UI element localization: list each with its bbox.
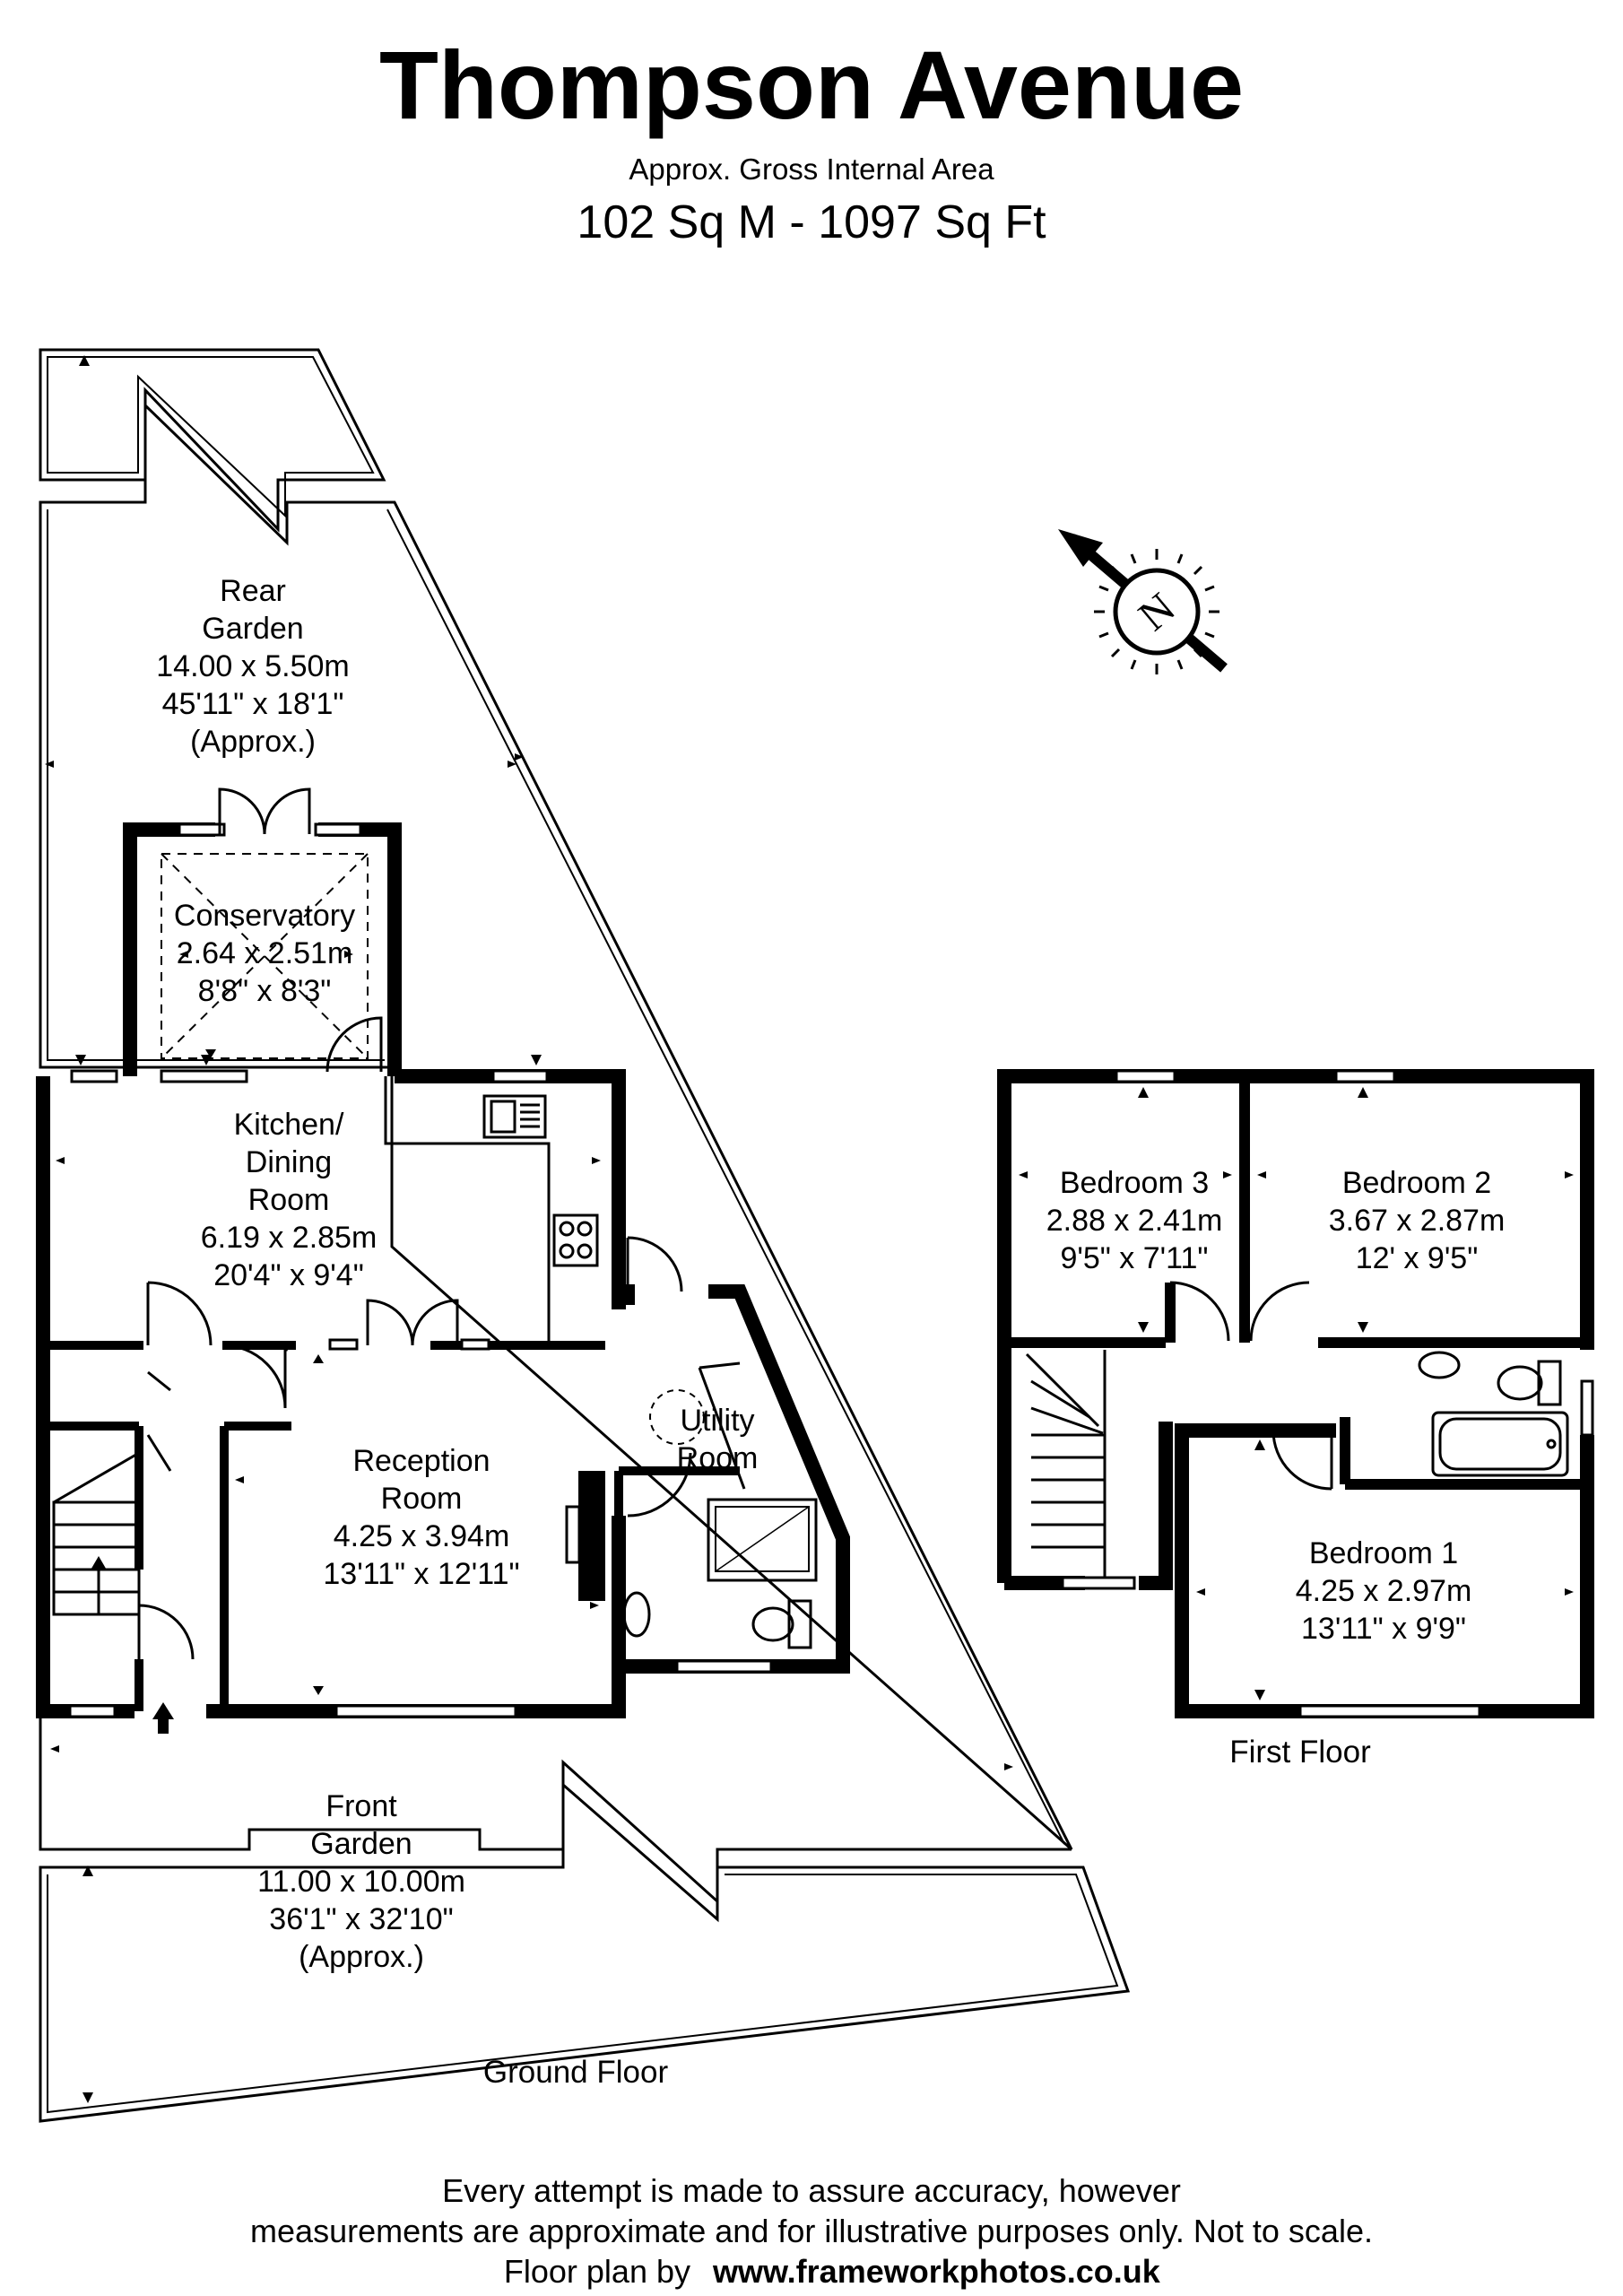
bedroom3-label: Bedroom 3 2.88 x 2.41m 9'5" x 7'11"	[1046, 1166, 1223, 1275]
svg-text:2.64 x 2.51m: 2.64 x 2.51m	[177, 936, 353, 970]
svg-text:14.00 x 5.50m: 14.00 x 5.50m	[156, 649, 349, 683]
bedroom2-label: Bedroom 2 3.67 x 2.87m 12' x 9'5"	[1329, 1166, 1506, 1275]
svg-text:Room: Room	[248, 1183, 330, 1217]
first-floor-partitions	[1004, 1076, 1587, 1490]
svg-text:(Approx.): (Approx.)	[299, 1940, 424, 1974]
svg-text:Front: Front	[325, 1789, 397, 1823]
first-floor-label: First Floor	[1229, 1735, 1371, 1770]
bathroom-fixtures	[622, 1498, 818, 1649]
credit-prefix: Floor plan by	[504, 2253, 690, 2290]
credit-url: www.frameworkphotos.co.uk	[712, 2253, 1161, 2290]
svg-text:Conservatory: Conservatory	[174, 899, 355, 933]
svg-text:13'11" x 9'9": 13'11" x 9'9"	[1301, 1612, 1466, 1646]
svg-text:Garden: Garden	[202, 612, 303, 646]
svg-text:Reception: Reception	[352, 1444, 490, 1478]
svg-text:Rear: Rear	[220, 574, 286, 608]
svg-text:8'8" x 8'3": 8'8" x 8'3"	[198, 974, 332, 1008]
kitchen-label: Kitchen/ Dining Room 6.19 x 2.85m 20'4" …	[201, 1108, 378, 1292]
chimney-breast	[578, 1471, 605, 1601]
reception-label: Reception Room 4.25 x 3.94m 13'11" x 12'…	[323, 1444, 519, 1591]
svg-text:12' x 9'5": 12' x 9'5"	[1356, 1241, 1479, 1275]
svg-text:Room: Room	[677, 1441, 759, 1475]
svg-text:Room: Room	[381, 1482, 463, 1516]
svg-text:20'4" x 9'4": 20'4" x 9'4"	[213, 1258, 364, 1292]
garden-outlines	[39, 348, 1131, 2123]
svg-text:Bedroom 1: Bedroom 1	[1309, 1536, 1458, 1570]
doors	[137, 787, 692, 1660]
svg-text:2.88 x 2.41m: 2.88 x 2.41m	[1046, 1204, 1223, 1238]
ground-floor-partitions	[43, 1341, 740, 1711]
svg-text:36'1" x 32'10": 36'1" x 32'10"	[269, 1902, 453, 1936]
svg-text:Kitchen/: Kitchen/	[234, 1108, 344, 1142]
svg-text:(Approx.): (Approx.)	[190, 725, 316, 759]
svg-text:Utility: Utility	[680, 1404, 754, 1438]
page-title: Thompson Avenue	[379, 30, 1244, 139]
ground-floor-label: Ground Floor	[483, 2055, 669, 2090]
ground-stairs	[52, 1451, 141, 1616]
first-floor-ticks	[1019, 1087, 1574, 1700]
area-subtitle: Approx. Gross Internal Area	[629, 152, 994, 186]
first-floor-doors	[1169, 1281, 1333, 1491]
disclaimer-line2: measurements are approximate and for ill…	[250, 2213, 1373, 2249]
kitchen-worktop	[384, 1076, 599, 1345]
svg-text:11.00 x 10.00m: 11.00 x 10.00m	[257, 1865, 465, 1899]
rear-garden-label: Rear Garden 14.00 x 5.50m 45'11" x 18'1"…	[156, 574, 349, 759]
svg-text:Bedroom 3: Bedroom 3	[1060, 1166, 1209, 1200]
first-floor-windows	[1061, 1069, 1594, 1718]
front-garden-label: Front Garden 11.00 x 10.00m 36'1" x 32'1…	[257, 1789, 465, 1974]
gross-area: 102 Sq M - 1097 Sq Ft	[577, 196, 1046, 248]
disclaimer-line1: Every attempt is made to assure accuracy…	[442, 2172, 1181, 2209]
svg-text:4.25 x 3.94m: 4.25 x 3.94m	[334, 1519, 510, 1553]
svg-text:Garden: Garden	[310, 1827, 412, 1861]
measurement-ticks	[45, 355, 1013, 2103]
bedroom1-label: Bedroom 1 4.25 x 2.97m 13'11" x 9'9"	[1296, 1536, 1472, 1646]
north-arrow-icon: N	[1058, 529, 1228, 674]
entrance-arrow-icon	[152, 1702, 174, 1734]
svg-text:Bedroom 2: Bedroom 2	[1342, 1166, 1491, 1200]
svg-text:Dining: Dining	[246, 1145, 332, 1179]
washer	[649, 1389, 705, 1445]
conservatory-label: Conservatory 2.64 x 2.51m 8'8" x 8'3"	[174, 899, 355, 1008]
utility-label: Utility Room	[677, 1404, 759, 1475]
conservatory-roof	[161, 853, 369, 1059]
first-floor-bathroom	[1418, 1351, 1569, 1477]
svg-text:6.19 x 2.85m: 6.19 x 2.85m	[201, 1221, 378, 1255]
svg-text:9'5" x 7'11": 9'5" x 7'11"	[1060, 1241, 1208, 1275]
svg-text:4.25 x 2.97m: 4.25 x 2.97m	[1296, 1574, 1472, 1608]
svg-text:3.67 x 2.87m: 3.67 x 2.87m	[1329, 1204, 1506, 1238]
windows	[68, 822, 773, 1718]
svg-text:45'11" x 18'1": 45'11" x 18'1"	[162, 687, 344, 721]
svg-text:13'11" x 12'11": 13'11" x 12'11"	[323, 1557, 519, 1591]
first-floor-stairs	[1025, 1350, 1107, 1578]
